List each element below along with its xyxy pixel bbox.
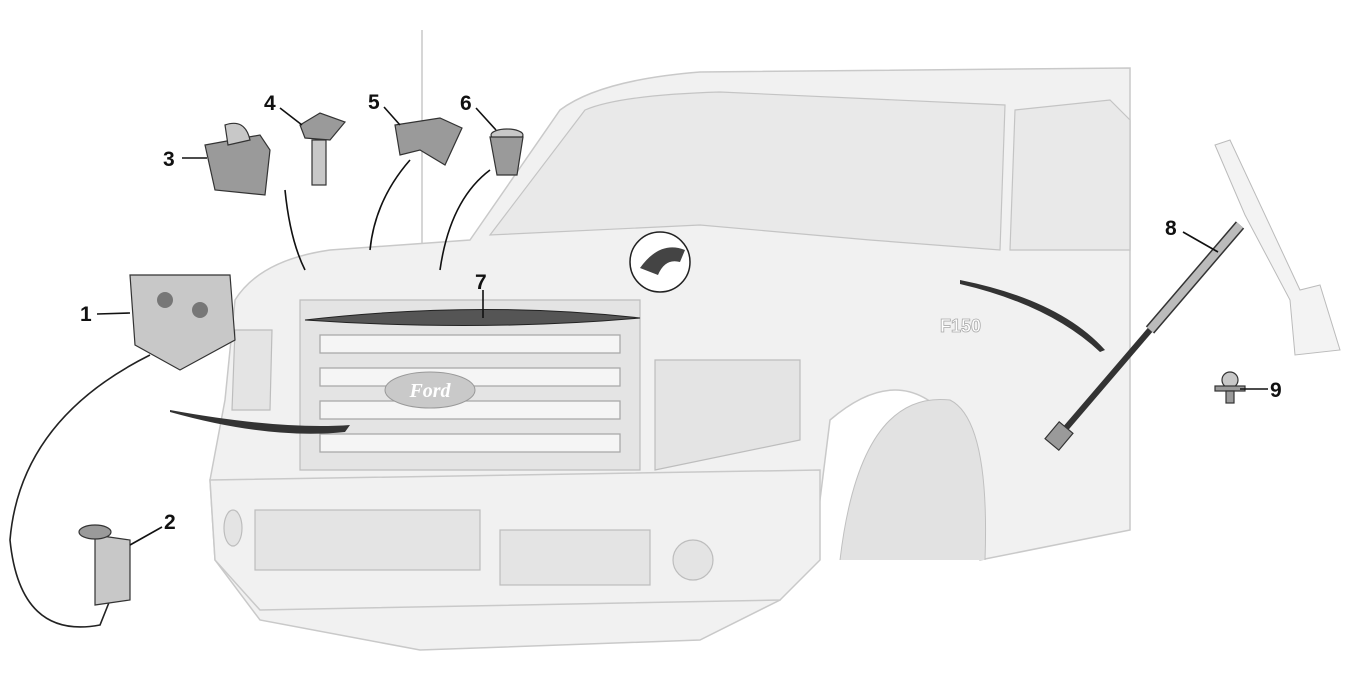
hood-prop-clip bbox=[394, 117, 463, 166]
svg-text:9: 9 bbox=[1270, 379, 1282, 402]
ball-stud bbox=[1214, 371, 1246, 404]
hood-latch bbox=[129, 274, 236, 371]
svg-text:5: 5 bbox=[368, 91, 380, 114]
hood-hinge bbox=[1214, 139, 1341, 356]
hood-lift-support bbox=[1044, 221, 1245, 452]
f150-badge: F150 bbox=[940, 316, 981, 336]
callout-8: 8 bbox=[1165, 217, 1219, 253]
callout-5: 5 bbox=[368, 91, 401, 126]
svg-text:1: 1 bbox=[80, 303, 92, 326]
hood-bumper bbox=[489, 128, 524, 176]
release-cable bbox=[9, 354, 151, 628]
release-handle bbox=[78, 524, 131, 606]
ford-logo: Ford bbox=[408, 380, 451, 402]
truck-illustration: Ford F150 bbox=[209, 30, 1131, 651]
svg-text:3: 3 bbox=[163, 148, 175, 171]
svg-text:7: 7 bbox=[475, 271, 487, 294]
callout-6: 6 bbox=[460, 92, 497, 131]
svg-text:8: 8 bbox=[1165, 217, 1177, 240]
latch-striker bbox=[204, 122, 271, 196]
callout-1: 1 bbox=[80, 303, 131, 326]
hood-seal bbox=[304, 308, 641, 327]
callout-4: 4 bbox=[264, 92, 303, 126]
svg-text:2: 2 bbox=[164, 511, 176, 534]
callout-2: 2 bbox=[129, 511, 176, 546]
callout-3: 3 bbox=[163, 148, 207, 171]
svg-text:4: 4 bbox=[264, 92, 276, 115]
svg-text:6: 6 bbox=[460, 92, 472, 115]
hood-bumper-adjuster bbox=[299, 112, 347, 186]
callout-9: 9 bbox=[1240, 379, 1282, 402]
callout-7: 7 bbox=[475, 271, 487, 318]
